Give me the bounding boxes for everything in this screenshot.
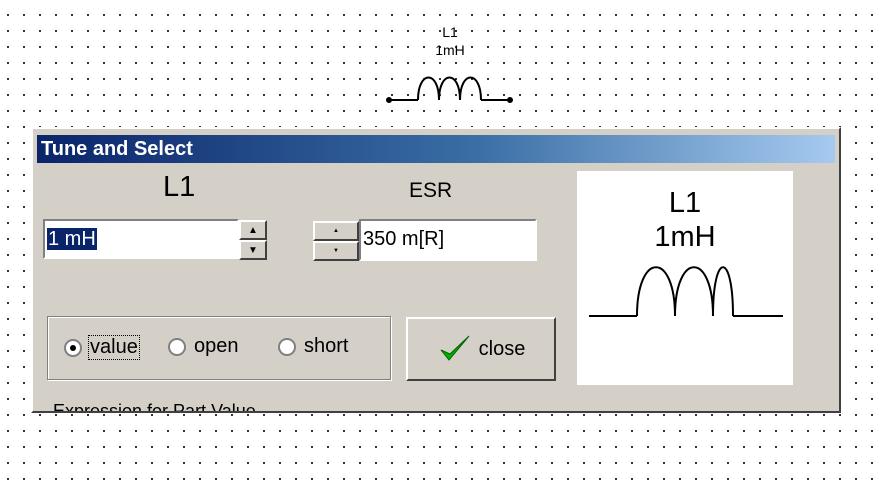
radio-short-label: short: [304, 335, 349, 357]
tune-and-select-dialog: Tune and Select L1 ESR 1 mH ▲ ▼ ▲ ▼ 350 …: [31, 127, 841, 413]
down-arrow-icon: ▼: [248, 244, 258, 256]
up-arrow-icon: ▲: [248, 224, 258, 236]
value-input[interactable]: 1 mH: [43, 219, 239, 259]
radio-value-label: value: [90, 336, 138, 358]
close-button-label: close: [478, 337, 526, 360]
value-input-text: 1 mH: [47, 228, 97, 250]
component-preview: L1 1mH: [577, 171, 793, 385]
schematic-component-name: L1: [442, 24, 458, 40]
radio-value[interactable]: value: [64, 335, 140, 360]
close-button[interactable]: close: [406, 317, 556, 381]
radio-short[interactable]: short: [278, 335, 348, 358]
radio-button-icon: [168, 337, 186, 356]
esr-input-text: 350 m[R]: [363, 228, 445, 250]
preview-component-value: 1mH: [654, 221, 716, 253]
up-arrow-icon: ▲: [333, 228, 339, 234]
radio-open[interactable]: open: [168, 335, 239, 358]
radio-open-label: open: [194, 335, 239, 357]
down-arrow-icon: ▼: [333, 248, 339, 254]
preview-component-name: L1: [668, 187, 702, 219]
esr-input[interactable]: 350 m[R]: [359, 219, 537, 261]
esr-spin-up-button[interactable]: ▲: [313, 221, 359, 241]
expression-label: Expression for Part Value: [53, 401, 256, 413]
inductor-symbol[interactable]: [384, 60, 518, 110]
radio-button-icon: [278, 337, 296, 356]
check-icon: [440, 335, 470, 361]
radio-button-icon: [64, 338, 82, 357]
schematic-component-value: 1mH: [435, 42, 465, 58]
value-spin-up-button[interactable]: ▲: [239, 220, 267, 240]
mode-radio-group: value open short: [47, 316, 391, 380]
component-label: L1: [163, 171, 196, 203]
esr-spin-down-button[interactable]: ▼: [313, 241, 359, 261]
preview-inductor-symbol: [589, 266, 783, 317]
value-spin-down-button[interactable]: ▼: [239, 240, 267, 260]
dialog-titlebar[interactable]: Tune and Select: [37, 135, 835, 163]
esr-label: ESR: [409, 179, 453, 202]
